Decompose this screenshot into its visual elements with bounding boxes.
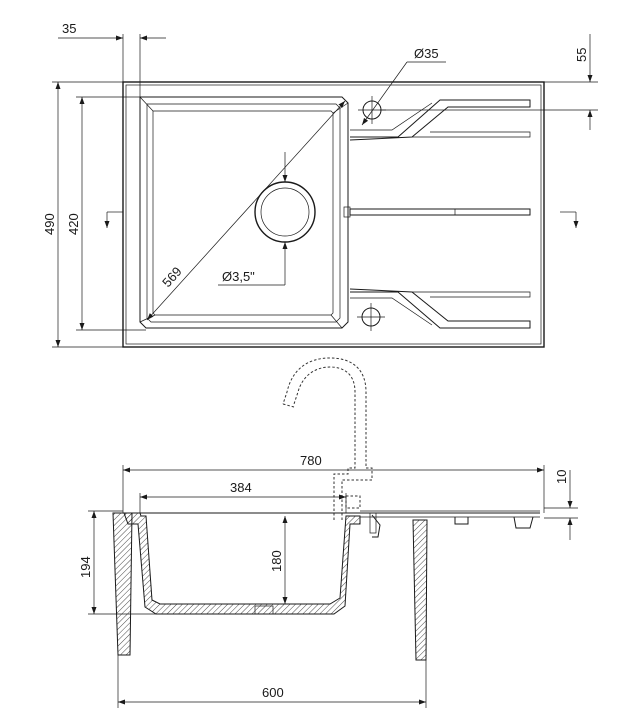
top-view: 569 Ø3,5" Ø35 (42, 21, 598, 348)
dim-bowl-depth: 420 (66, 213, 81, 235)
dim-tap-hole: Ø35 (414, 46, 439, 61)
dim-rim: 10 (554, 470, 569, 484)
dim-overall-width: 780 (300, 453, 322, 468)
right-cabinet-wall (412, 519, 428, 661)
sink-rim (125, 84, 542, 345)
waste-hole (218, 152, 316, 286)
dim-overall-depth: 490 (42, 213, 57, 235)
dim-waste-hole: Ø3,5" (222, 269, 255, 284)
dim-edge-offset: 35 (62, 21, 76, 36)
dim-total-depth: 194 (78, 556, 93, 578)
section-view: 780 384 180 194 10 600 (78, 357, 578, 708)
overflow-hole (357, 303, 385, 331)
dim-diagonal: 569 (159, 264, 185, 290)
dim-tap-offset: 55 (574, 48, 589, 62)
bowl-section (123, 512, 361, 615)
drainer-board (343, 99, 531, 329)
diagonal-dimension-line (146, 100, 346, 321)
sink-outline (122, 81, 545, 348)
dim-cabinet: 600 (262, 685, 284, 700)
left-cabinet-wall (112, 512, 133, 656)
dim-bowl-inner-depth: 180 (269, 550, 284, 572)
dim-bowl-width: 384 (230, 480, 252, 495)
tap-hole: Ø35 (358, 46, 446, 126)
